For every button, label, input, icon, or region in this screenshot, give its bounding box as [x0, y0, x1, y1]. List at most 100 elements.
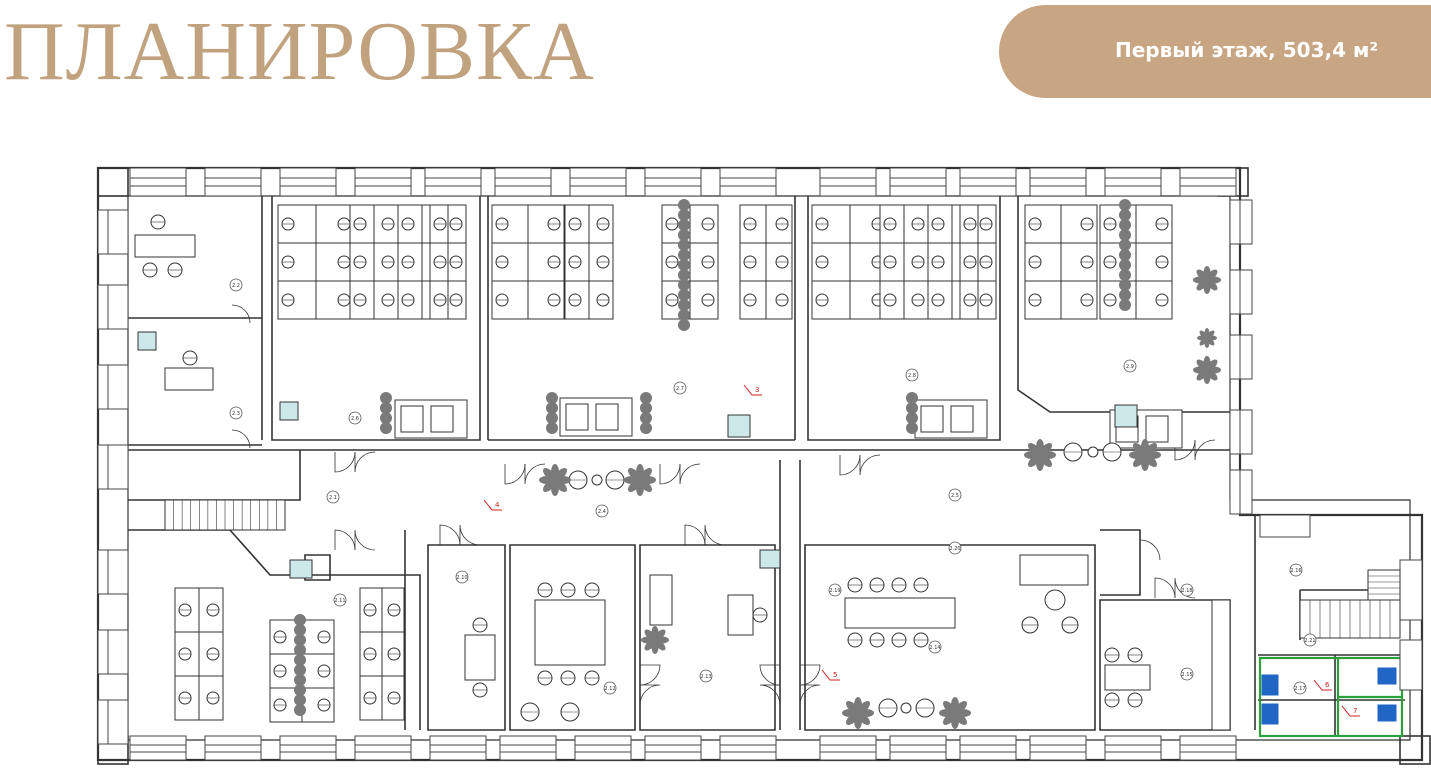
window — [129, 167, 187, 197]
room-label-circle — [326, 490, 340, 504]
window — [204, 735, 262, 761]
door — [231, 304, 251, 324]
side-table — [1087, 446, 1099, 458]
meeting-table — [534, 599, 606, 666]
coffee-table — [1044, 589, 1066, 611]
window — [97, 209, 129, 255]
plant-strip — [294, 684, 306, 696]
room-label: 2.20 — [949, 546, 960, 552]
door — [1174, 577, 1196, 599]
view-marker — [483, 499, 502, 511]
sink — [1261, 674, 1279, 696]
room-label: 2.4 — [598, 509, 606, 515]
room-label: 2.18 — [1181, 588, 1192, 594]
plant-strip — [546, 412, 558, 424]
room-label-circle — [333, 593, 347, 607]
room-label: 2.6 — [351, 416, 359, 422]
partition — [804, 544, 1096, 731]
room-label-circle — [673, 381, 687, 395]
meeting-table — [844, 597, 956, 629]
window — [1029, 735, 1087, 761]
door — [639, 684, 661, 706]
window — [354, 167, 412, 197]
plant-strip — [906, 412, 918, 424]
window — [424, 167, 482, 197]
window — [889, 735, 947, 761]
table — [1104, 664, 1151, 691]
door — [704, 524, 726, 546]
sofa — [649, 574, 673, 626]
window — [569, 167, 627, 197]
partition — [1100, 529, 1141, 596]
room-label-circle — [603, 681, 617, 695]
plant-strip — [294, 634, 306, 646]
room-label-circle — [928, 640, 942, 654]
room-label-circle — [948, 541, 962, 555]
plant-strip — [678, 299, 690, 311]
window — [1179, 735, 1237, 761]
room-labels: 2.12.22.32.42.52.62.72.82.92.102.112.122… — [229, 278, 1317, 695]
plant-strip — [1119, 259, 1131, 271]
view-marker — [1341, 705, 1360, 717]
sofa-seat — [565, 403, 589, 431]
appliance — [727, 414, 751, 438]
plant-strip — [640, 412, 652, 424]
desk — [727, 594, 754, 636]
door — [459, 524, 481, 546]
plant-strip — [678, 219, 690, 231]
partition — [509, 544, 636, 731]
plant-strip — [678, 239, 690, 251]
window — [889, 167, 947, 197]
room-label: 2.16 — [1290, 568, 1301, 574]
room-label: 2.1 — [329, 495, 337, 501]
room-label-circle — [828, 583, 842, 597]
room-label-circle — [455, 570, 469, 584]
plant-strip — [1119, 299, 1131, 311]
plant-leaf — [857, 701, 870, 714]
plant-strip — [546, 422, 558, 434]
room-label: 2.5 — [951, 493, 959, 499]
appliance — [137, 331, 157, 351]
room-label-circle — [699, 669, 713, 683]
desk — [134, 234, 196, 258]
room-label-circle — [229, 278, 243, 292]
window — [1179, 167, 1237, 197]
room-label: 2.12 — [604, 686, 615, 692]
window — [719, 735, 777, 761]
plant-strip — [906, 422, 918, 434]
appliance — [279, 401, 299, 421]
door — [759, 664, 781, 686]
room-label-circle — [1123, 359, 1137, 373]
plant-leaf — [1206, 359, 1218, 371]
door — [1139, 539, 1161, 561]
plant-strip — [380, 402, 392, 414]
partition — [807, 196, 1001, 441]
door — [799, 684, 821, 706]
window — [279, 735, 337, 761]
pier — [1399, 735, 1431, 765]
plant-strip — [678, 209, 690, 221]
plant-strip — [1119, 229, 1131, 241]
plant-strip — [678, 249, 690, 261]
room-label: 2.13 — [700, 674, 711, 680]
door — [759, 684, 781, 706]
window — [354, 735, 412, 761]
view-marker-label: 6 — [1325, 681, 1330, 689]
window — [1259, 514, 1311, 538]
door — [231, 429, 251, 449]
door — [684, 524, 706, 546]
sofa-seat — [595, 403, 619, 431]
stairs — [1367, 569, 1401, 601]
room-label-circle — [229, 406, 243, 420]
view-marker-label: 5 — [833, 671, 837, 679]
room-label-circle — [948, 488, 962, 502]
plant-strip — [294, 674, 306, 686]
view-marker-label: 4 — [495, 501, 500, 509]
plant-strip — [1119, 239, 1131, 251]
room-label-circle — [1303, 633, 1317, 647]
window — [499, 735, 557, 761]
plant-leaf — [1039, 443, 1052, 456]
sofa-seat — [400, 405, 424, 433]
sink — [1261, 703, 1279, 725]
